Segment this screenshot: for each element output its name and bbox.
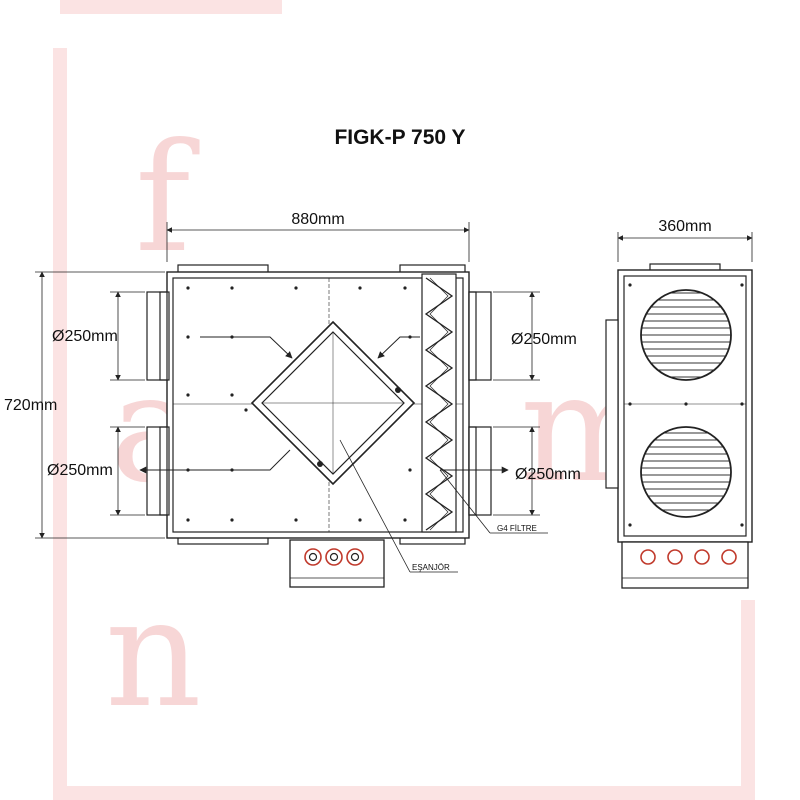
duct-top-left-label: Ø250mm bbox=[52, 328, 118, 345]
duct-bottom-right bbox=[468, 426, 492, 516]
side-fastener-dots bbox=[628, 283, 744, 527]
watermark-frame bbox=[53, 0, 755, 800]
duct-top-right bbox=[468, 291, 492, 381]
heat-exchanger bbox=[250, 320, 416, 486]
airflow-arrows bbox=[139, 336, 509, 474]
duct-bottom-left bbox=[146, 426, 170, 516]
exchanger-callout: EŞANJÖR bbox=[412, 563, 450, 572]
duct-bottom-left-label: Ø250mm bbox=[47, 462, 113, 479]
fastener-dots bbox=[186, 286, 412, 522]
watermark-letter-f: f bbox=[135, 112, 200, 286]
side-view bbox=[605, 232, 753, 589]
duct-bottom-right-label: Ø250mm bbox=[515, 466, 581, 483]
electrical-box bbox=[289, 539, 385, 588]
front-dimension-lines bbox=[35, 222, 548, 573]
filter-callout: G4 FİLTRE bbox=[497, 524, 537, 533]
duct-top-left bbox=[146, 291, 170, 381]
depth-label: 360mm bbox=[658, 218, 711, 235]
front-view bbox=[139, 264, 509, 588]
side-duct-top bbox=[640, 289, 732, 381]
g4-filter bbox=[421, 273, 457, 533]
side-duct-bottom bbox=[640, 426, 732, 518]
watermark-letter-n: n bbox=[105, 567, 202, 741]
width-label: 880mm bbox=[291, 211, 344, 228]
page-title: FIGK-P 750 Y bbox=[334, 126, 466, 149]
height-label: 720mm bbox=[4, 397, 57, 414]
duct-top-right-label: Ø250mm bbox=[511, 331, 577, 348]
